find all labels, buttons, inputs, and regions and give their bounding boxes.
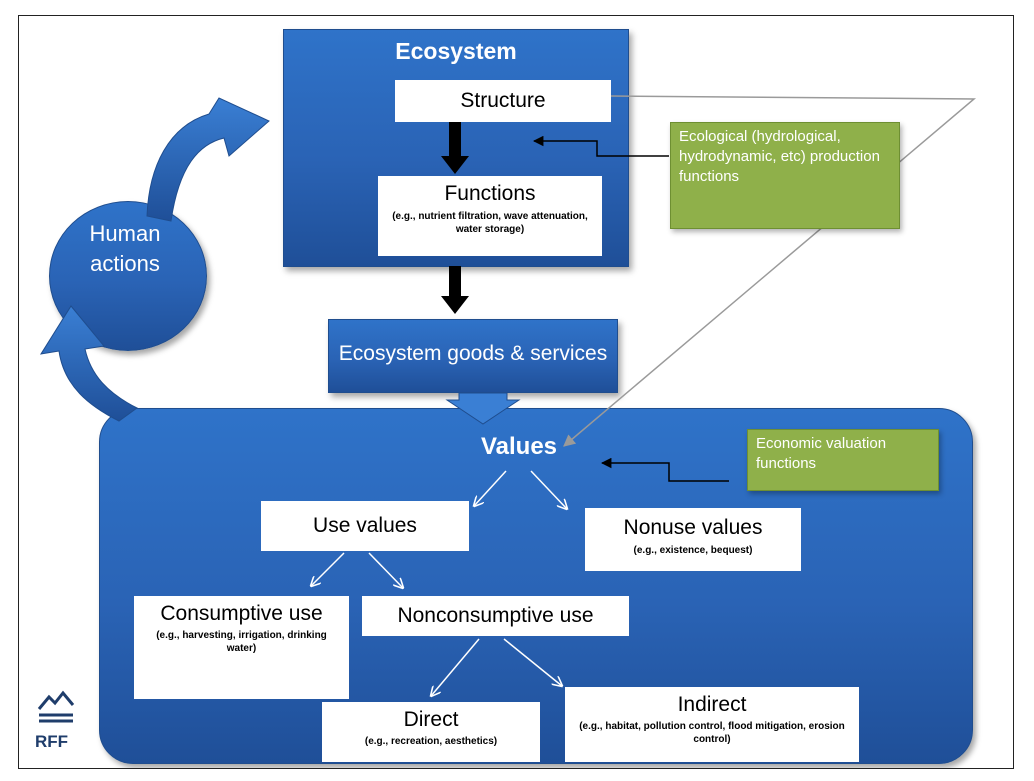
rff-logo-text: RFF <box>35 732 69 751</box>
ecosystem-title: Ecosystem <box>395 38 517 64</box>
nonuse-examples: (e.g., existence, bequest) <box>633 545 753 556</box>
structure-box: Structure <box>395 80 611 122</box>
functions-box: Functions (e.g., nutrient filtration, wa… <box>378 176 602 256</box>
direct-box: Direct (e.g., recreation, aesthetics) <box>322 702 540 762</box>
values-title: Values <box>480 433 558 460</box>
indirect-examples: (e.g., habitat, pollution control, flood… <box>579 721 845 745</box>
consumptive-use-box: Consumptive use (e.g., harvesting, irrig… <box>134 596 349 699</box>
direct-title: Direct <box>403 708 459 731</box>
indirect-title: Indirect <box>677 693 747 716</box>
goods-to-values-arrow <box>445 392 521 425</box>
consumptive-examples: (e.g., harvesting, irrigation, drinking … <box>156 630 327 654</box>
economic-note: Economic valuation functions <box>747 429 939 491</box>
consumptive-title: Consumptive use <box>160 602 323 625</box>
nonconsumptive-label: Nonconsumptive use <box>397 604 594 627</box>
rff-logo-mark <box>37 690 75 723</box>
indirect-box: Indirect (e.g., habitat, pollution contr… <box>565 687 859 762</box>
goods-services-label: Ecosystem goods & services <box>338 342 608 365</box>
nonconsumptive-use-box: Nonconsumptive use <box>362 596 629 636</box>
direct-examples: (e.g., recreation, aesthetics) <box>364 736 498 747</box>
use-values-label: Use values <box>313 514 417 537</box>
ecological-note: Ecological (hydrological, hydrodynamic, … <box>670 122 900 229</box>
use-values-box: Use values <box>261 501 469 551</box>
functions-title: Functions <box>444 182 536 205</box>
connectors-layer <box>37 95 977 723</box>
functions-examples: (e.g., nutrient filtration, wave attenua… <box>392 211 588 235</box>
structure-label: Structure <box>460 89 546 112</box>
nonuse-title: Nonuse values <box>623 516 763 539</box>
human-actions-label: Human actions <box>89 221 161 276</box>
nonuse-values-box: Nonuse values (e.g., existence, bequest) <box>585 508 801 571</box>
curved-arrow-up-right <box>146 97 270 222</box>
diagram-frame: Ecosystem Structure Functions (e.g., nut… <box>18 15 1014 769</box>
curved-arrow-up-left <box>39 305 138 422</box>
